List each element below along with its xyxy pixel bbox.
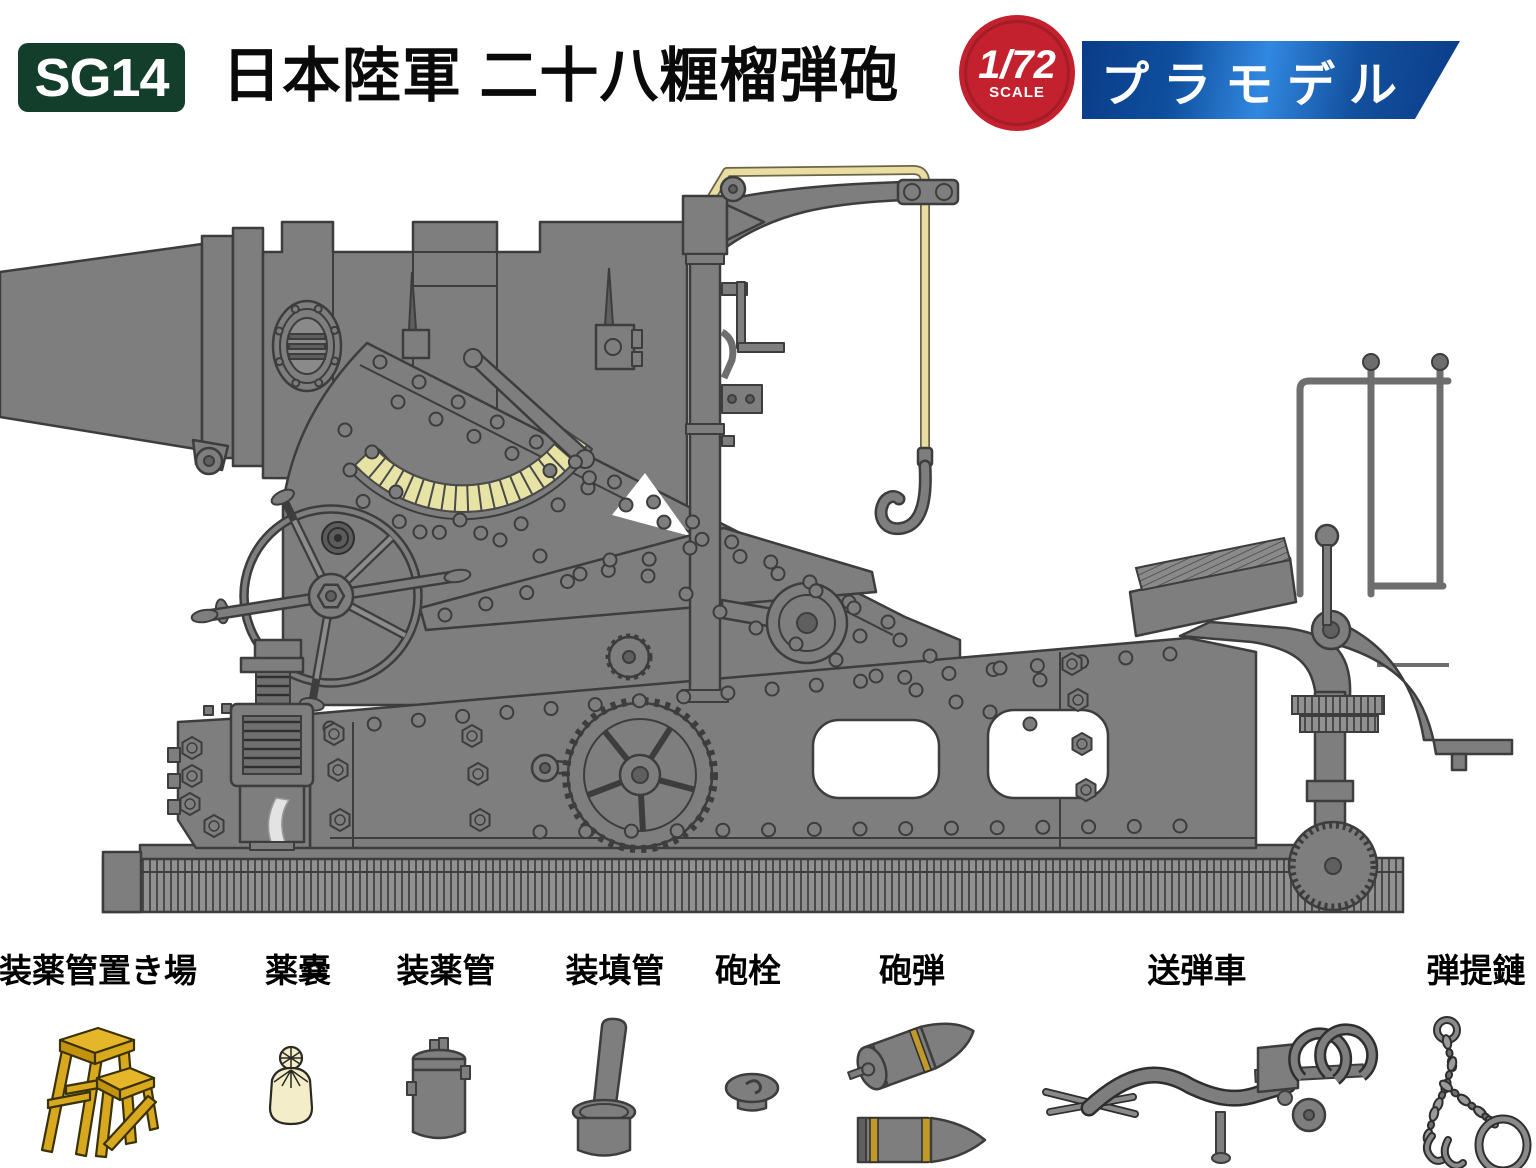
page-title: 日本陸軍 二十八糎榴弾砲 (222, 43, 900, 109)
category-banner: プラモデル (1082, 41, 1460, 119)
elevation-arc (348, 348, 595, 521)
breech-porthole (271, 299, 343, 393)
scale-badge: 1/72 SCALE (959, 15, 1075, 131)
powder-bag (268, 1045, 314, 1126)
rivets (179, 304, 1188, 840)
rear-tread-platform (1128, 536, 1298, 638)
loading-crane (681, 165, 960, 703)
part-label-breech-plug: 砲栓 (715, 952, 781, 989)
part-label-loading-tube: 装填管 (565, 952, 665, 989)
loading-tube (571, 1017, 637, 1157)
crane-hook (874, 446, 934, 536)
elevation-handwheel (190, 488, 472, 712)
large-gear (562, 697, 718, 853)
rear-railing (1296, 353, 1452, 667)
shell-projectiles (847, 1022, 987, 1164)
product-code-badge: SG14 (18, 43, 185, 112)
shell-lifting-chain (1422, 1016, 1532, 1168)
traversing-gears (530, 633, 718, 853)
part-label-shell: 砲弾 (879, 952, 945, 989)
pedestal (1178, 523, 1385, 912)
small-gear (605, 633, 653, 681)
part-label-powder-bag: 薬嚢 (265, 952, 331, 989)
charge-tube (406, 1037, 471, 1140)
part-label-shell-cart: 送弾車 (1147, 952, 1247, 989)
recoil-spring-tower (229, 521, 355, 851)
base-platform (101, 843, 1405, 914)
part-label-lifting-chain: 弾提鏈 (1426, 952, 1526, 989)
part-label-charge-tube-stand: 装薬管置き場 (0, 952, 197, 989)
part-label-charge-tube: 装薬管 (396, 952, 496, 989)
breech-plug (724, 1072, 780, 1112)
rear-support-leg (1340, 626, 1514, 772)
shell-cart (1042, 1023, 1379, 1164)
charge-tube-stand (40, 1026, 160, 1159)
scale-badge-ring (964, 20, 1070, 126)
trunnion-wheel (720, 581, 849, 665)
